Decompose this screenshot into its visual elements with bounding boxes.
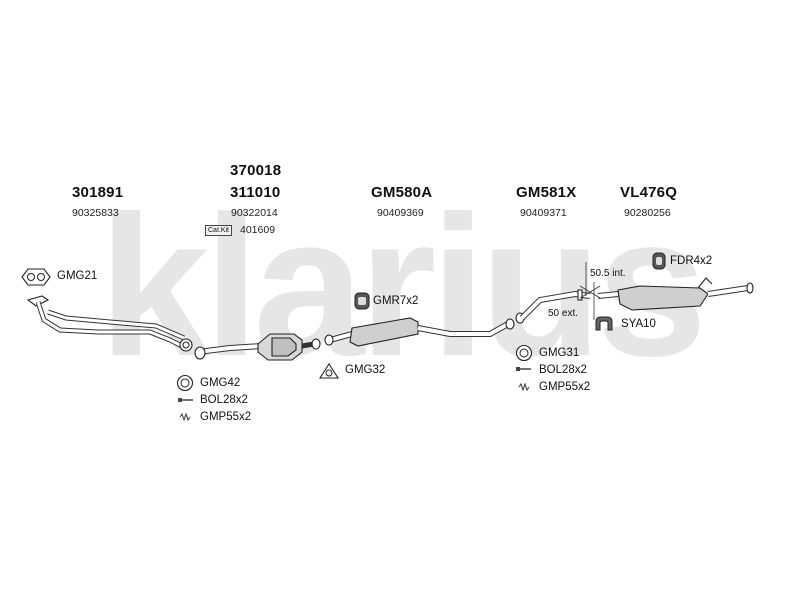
oem-number-centre-silencer: 90409369 — [377, 207, 424, 219]
triangular-gasket-icon — [318, 362, 340, 379]
flange-gasket-icon — [21, 268, 51, 286]
centre-silencer — [324, 317, 515, 347]
rear-silencer — [597, 277, 754, 311]
external-diameter-label: 50 ext. — [548, 308, 579, 319]
bolt-icon — [516, 367, 531, 371]
part-number-rear-silencer: VL476Q — [620, 184, 678, 201]
spring-icon — [518, 383, 530, 391]
fitting-label-gmg31: GMG31 — [539, 347, 580, 359]
rubber-hanger-icon — [652, 252, 666, 270]
fitting-label-gmg32: GMG32 — [345, 364, 386, 376]
watermark-text: klarius — [99, 175, 702, 398]
front-pipe — [26, 295, 193, 352]
fitting-label-bol28-right: BOL28x2 — [539, 364, 587, 376]
rubber-hanger-icon — [354, 292, 370, 310]
part-number-centre-silencer: GM580A — [371, 184, 433, 201]
fitting-label-gmp55-left: GMP55x2 — [200, 411, 252, 423]
fitting-label-bol28-left: BOL28x2 — [200, 394, 248, 406]
oem-number-rear-silencer: 90280256 — [624, 207, 671, 219]
spring-icon — [179, 413, 191, 421]
fitting-label-gmp55-right: GMP55x2 — [539, 381, 591, 393]
internal-diameter-label: 50.5 int. — [590, 268, 626, 279]
gasket-ring-icon — [176, 374, 194, 392]
fitting-label-gmg21: GMG21 — [57, 270, 98, 282]
part-number-catalyst-alt: 370018 — [230, 162, 282, 179]
catkit-badge: Cat.Kit — [205, 225, 233, 236]
fitting-label-gmr7: GMR7x2 — [373, 295, 419, 307]
fitting-label-sya10: SYA10 — [621, 318, 656, 330]
oem-number-front-pipe: 90325833 — [72, 207, 119, 219]
part-number-front-pipe: 301891 — [72, 184, 124, 201]
intermediate-pipe — [515, 289, 591, 324]
oem-number-catalyst: 90322014 — [231, 207, 278, 219]
part-number-catalyst: 311010 — [230, 184, 281, 201]
part-number-intermediate-pipe: GM581X — [516, 184, 577, 201]
catkit-number: 401609 — [240, 224, 276, 236]
bolt-icon — [178, 398, 193, 402]
fitting-label-fdr4: FDR4x2 — [670, 255, 713, 267]
catalyst — [194, 333, 321, 361]
gasket-ring-icon — [515, 344, 533, 362]
bracket-icon — [595, 316, 613, 331]
fitting-label-gmg42: GMG42 — [200, 377, 241, 389]
oem-number-intermediate-pipe: 90409371 — [520, 207, 567, 219]
dimension-markers — [579, 262, 601, 320]
